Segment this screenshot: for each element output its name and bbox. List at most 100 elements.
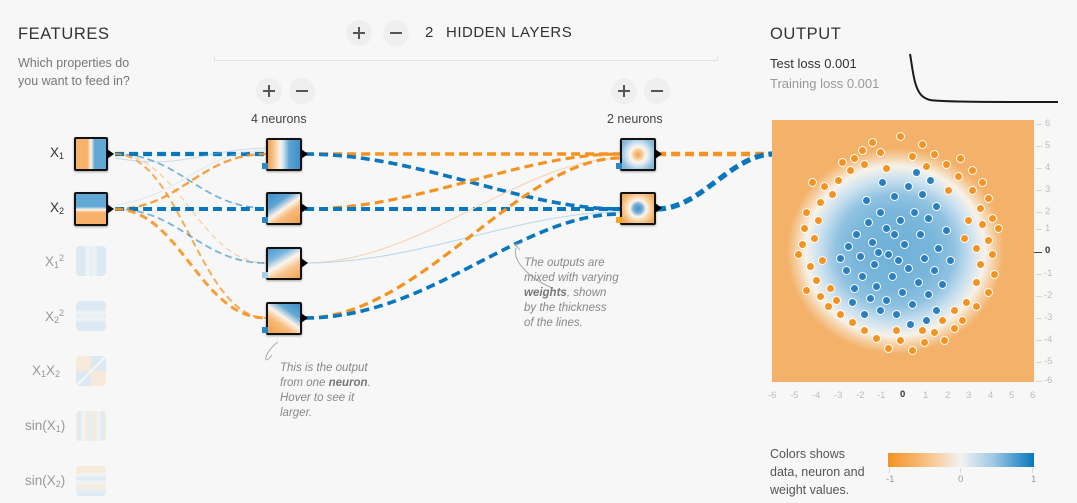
test-loss-label: Test loss [770, 56, 821, 71]
remove-hidden-layer-button[interactable] [383, 20, 409, 46]
neuron-arrow-1-3 [301, 258, 308, 268]
weights-note-line5: of the lines. [524, 317, 583, 329]
data-point [978, 220, 987, 229]
feature-node-x1-squared[interactable] [76, 246, 106, 276]
data-point [924, 214, 933, 223]
bias-1-2[interactable] [262, 217, 268, 223]
data-point [958, 316, 967, 325]
data-point [802, 286, 811, 295]
hidden-neuron-1-1[interactable] [266, 138, 302, 171]
feature-node-sin-x1[interactable] [76, 411, 106, 441]
colorbar-label-max: 1 [1031, 474, 1037, 485]
data-point [860, 326, 869, 335]
layers-divider-tick-right [717, 55, 718, 61]
data-point [918, 190, 927, 199]
y-tick-minus4 [1036, 340, 1042, 341]
hidden-neuron-2-1[interactable] [620, 138, 656, 171]
y-tick-minus2 [1036, 296, 1042, 297]
feature-thumb-vertical-bands [76, 246, 106, 276]
training-loss-label: Training loss [770, 76, 844, 91]
link-x1-h4 [114, 153, 267, 319]
data-point [860, 160, 869, 169]
layers-divider-tick-left [214, 55, 215, 61]
colorbar-tick-min [889, 468, 890, 473]
x-label-minus4: -4 [812, 390, 821, 401]
remove-neuron-layer1-button[interactable] [289, 78, 315, 104]
feature-node-sin-x2[interactable] [76, 466, 106, 496]
feature-arrow-x1 [107, 149, 114, 159]
data-point [984, 194, 993, 203]
y-tick-minus6 [1036, 381, 1042, 382]
data-point [932, 306, 941, 315]
feature-node-x2[interactable] [74, 192, 108, 226]
data-point [862, 196, 871, 205]
data-point [984, 236, 993, 245]
x-label-5: 5 [1009, 390, 1015, 401]
hidden-layer-count: 2 [425, 24, 434, 41]
feature-node-x1[interactable] [74, 137, 108, 171]
y-label-6: 6 [1045, 118, 1051, 129]
y-label-minus4: -4 [1044, 334, 1053, 345]
weights-note: The outputs are mixed with varying weigh… [524, 256, 654, 331]
layer1-neuron-caption: 4 neurons [251, 112, 307, 126]
data-point [904, 264, 913, 273]
neuron-arrow-2-1 [655, 149, 662, 159]
y-tick-0 [1034, 252, 1042, 254]
add-hidden-layer-button[interactable] [346, 20, 372, 46]
data-point [908, 346, 917, 355]
add-neuron-layer2-button[interactable] [611, 78, 637, 104]
data-point [856, 252, 865, 261]
output-heatmap[interactable] [772, 120, 1034, 382]
data-point [918, 326, 927, 335]
data-point [798, 240, 807, 249]
data-point [872, 282, 881, 291]
bias-1-3[interactable] [262, 272, 268, 278]
legend-line2: data, neuron and [770, 465, 865, 479]
feature-label-x1: X1 [50, 145, 65, 161]
bias-1-4[interactable] [262, 327, 268, 333]
plus-icon [353, 27, 365, 39]
add-neuron-layer1-button[interactable] [256, 78, 282, 104]
neuron-note-line2: from one neuron. [280, 377, 371, 389]
data-point [942, 160, 951, 169]
data-point [868, 138, 877, 147]
bias-2-2[interactable] [616, 217, 622, 223]
data-point [972, 278, 981, 287]
data-point [988, 214, 997, 223]
data-point [896, 336, 905, 345]
y-label-2: 2 [1045, 206, 1051, 217]
hidden-neuron-1-4[interactable] [266, 302, 302, 335]
data-point [894, 256, 903, 265]
link-x1-h2 [114, 153, 267, 209]
data-point [876, 208, 885, 217]
data-point [848, 298, 857, 307]
data-point [826, 284, 835, 293]
hidden-neuron-2-2[interactable] [620, 192, 656, 225]
x-label-1: 1 [923, 390, 929, 401]
data-point [960, 234, 969, 243]
feature-label-x1-squared: X12 [45, 253, 65, 270]
colorbar [888, 453, 1034, 467]
hidden-neuron-1-3[interactable] [266, 247, 302, 280]
data-point [934, 244, 943, 253]
bias-1-1[interactable] [262, 163, 268, 169]
feature-thumb-horizontal-split [76, 194, 106, 224]
bias-2-1[interactable] [616, 163, 622, 169]
y-tick-5 [1036, 146, 1042, 147]
feature-node-x1x2[interactable] [76, 356, 106, 386]
y-label-minus6: -6 [1044, 375, 1053, 386]
data-point [882, 296, 891, 305]
remove-neuron-layer2-button[interactable] [644, 78, 670, 104]
colorbar-tick-max [1032, 468, 1033, 473]
data-point [818, 256, 827, 265]
minus-icon [296, 90, 308, 92]
data-point [906, 320, 915, 329]
feature-thumb-vertical-stripes [76, 411, 106, 441]
hidden-neuron-1-2[interactable] [266, 192, 302, 225]
x-label-minus1: -1 [877, 390, 886, 401]
data-point [972, 302, 981, 311]
feature-node-x2-squared[interactable] [76, 301, 106, 331]
feature-label-sin-x2: sin(X2) [25, 473, 66, 489]
output-title: OUTPUT [770, 25, 842, 43]
y-tick-minus3 [1036, 318, 1042, 319]
